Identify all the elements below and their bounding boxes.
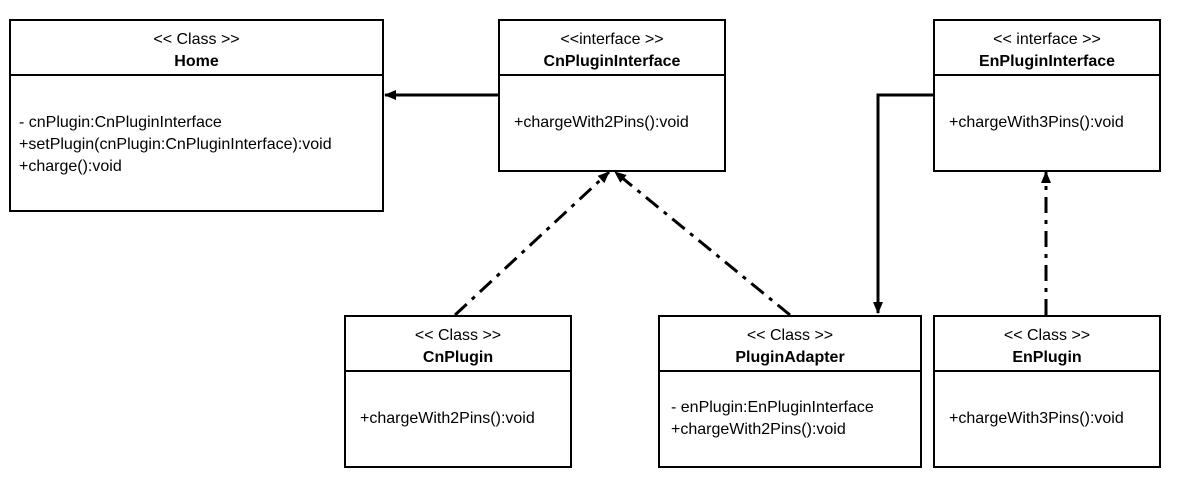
class-box-cn-plugin: << Class >> CnPlugin +chargeWith2Pins():… xyxy=(344,315,572,468)
class-member: +charge():void xyxy=(19,158,122,175)
class-name: CnPluginInterface xyxy=(543,53,681,70)
class-stereotype: << Class >> xyxy=(746,327,834,344)
class-name: Home xyxy=(174,53,219,70)
class-box-home: << Class >> Home - cnPlugin:CnPluginInte… xyxy=(9,19,384,212)
class-header: << Class >> Home xyxy=(11,21,382,76)
class-header: <<interface >> CnPluginInterface xyxy=(500,21,724,76)
class-members: - cnPlugin:CnPluginInterface +setPlugin(… xyxy=(11,76,382,210)
class-member: +chargeWith2Pins():void xyxy=(360,410,535,427)
class-box-plugin-adapter: << Class >> PluginAdapter - enPlugin:EnP… xyxy=(658,315,922,468)
class-name: CnPlugin xyxy=(422,349,494,366)
realization-cnplugin xyxy=(453,170,611,317)
class-member: +chargeWith3Pins():void xyxy=(949,410,1124,427)
class-header: << Class >> CnPlugin xyxy=(346,317,570,372)
class-members: +chargeWith3Pins():void xyxy=(935,76,1159,170)
class-box-cn-plugin-interface: <<interface >> CnPluginInterface +charge… xyxy=(498,19,726,172)
class-header: << Class >> PluginAdapter xyxy=(660,317,920,372)
class-name: EnPluginInterface xyxy=(978,53,1116,70)
class-stereotype: <<interface >> xyxy=(560,31,664,48)
class-stereotype: << Class >> xyxy=(414,327,502,344)
class-members: +chargeWith2Pins():void xyxy=(500,76,724,170)
class-stereotype: << Class >> xyxy=(1003,327,1091,344)
class-member: +chargeWith2Pins():void xyxy=(514,114,689,131)
class-member: - cnPlugin:CnPluginInterface xyxy=(19,114,222,131)
association-pluginadapter-enplugininterface xyxy=(873,93,933,314)
realization-pluginadapter xyxy=(614,170,791,317)
class-stereotype: << interface >> xyxy=(993,31,1101,48)
class-members: - enPlugin:EnPluginInterface +chargeWith… xyxy=(660,372,920,466)
class-stereotype: << Class >> xyxy=(153,31,240,48)
class-member: - enPlugin:EnPluginInterface xyxy=(671,399,874,416)
class-header: << interface >> EnPluginInterface xyxy=(935,21,1159,76)
class-name: PluginAdapter xyxy=(735,349,845,366)
class-box-en-plugin: << Class >> EnPlugin +chargeWith3Pins():… xyxy=(933,315,1161,468)
class-members: +chargeWith3Pins():void xyxy=(935,372,1159,466)
class-header: << Class >> EnPlugin xyxy=(935,317,1159,372)
class-members: +chargeWith2Pins():void xyxy=(346,372,570,466)
class-box-en-plugin-interface: << interface >> EnPluginInterface +charg… xyxy=(933,19,1161,172)
class-member: +chargeWith2Pins():void xyxy=(671,421,846,438)
class-name: EnPlugin xyxy=(1012,349,1082,366)
class-member: +setPlugin(cnPlugin:CnPluginInterface):v… xyxy=(19,136,332,153)
class-member: +chargeWith3Pins():void xyxy=(949,114,1124,131)
